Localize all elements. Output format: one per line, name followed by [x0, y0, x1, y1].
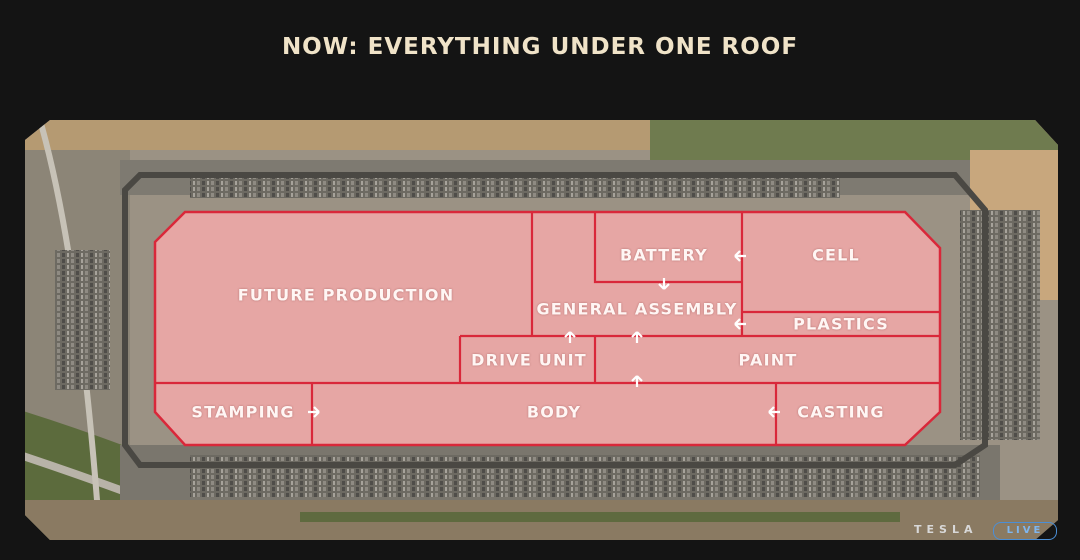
- factory-zone-outline: [153, 210, 942, 447]
- zone-general-assembly: GENERAL ASSEMBLY: [536, 299, 738, 319]
- tesla-logo: TESLA: [914, 523, 978, 536]
- arrow-left-icon: [734, 318, 746, 330]
- zone-battery: BATTERY: [620, 245, 708, 265]
- arrow-up-icon: [631, 331, 643, 343]
- arrow-left-icon: [768, 406, 780, 418]
- slide-title: NOW: EVERYTHING UNDER ONE ROOF: [281, 34, 799, 60]
- zone-future-production: FUTURE PRODUCTION: [237, 285, 455, 305]
- arrow-up-icon: [564, 331, 576, 343]
- zone-paint: PAINT: [738, 350, 798, 370]
- zone-casting: CASTING: [797, 402, 885, 422]
- zone-body: BODY: [526, 402, 582, 422]
- arrow-up-icon: [631, 375, 643, 387]
- zone-cell: CELL: [812, 245, 860, 265]
- arrow-down-icon: [658, 278, 670, 290]
- zone-drive-unit: DRIVE UNIT: [471, 350, 587, 370]
- arrow-left-icon: [734, 250, 746, 262]
- live-badge: LIVE: [993, 522, 1057, 540]
- zone-stamping: STAMPING: [191, 402, 295, 422]
- zone-plastics: PLASTICS: [793, 314, 889, 334]
- arrow-right-icon: [308, 406, 320, 418]
